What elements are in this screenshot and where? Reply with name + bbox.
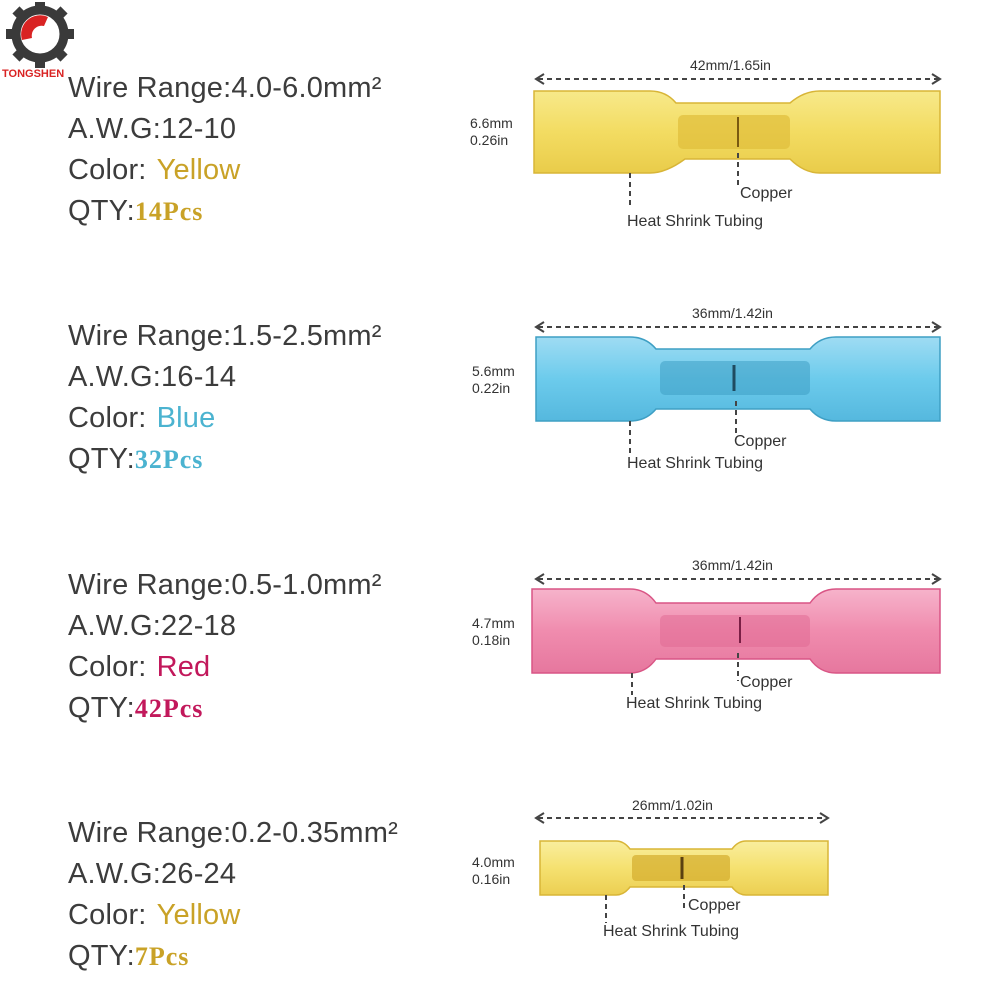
length-label: 36mm/1.42in bbox=[692, 305, 773, 321]
qty-label: QTY: bbox=[68, 195, 135, 227]
color-name: Red bbox=[156, 651, 211, 683]
qty-row: QTY:14Pcs bbox=[68, 191, 382, 232]
color-label: Color: bbox=[68, 402, 147, 434]
connector-illustration bbox=[531, 573, 942, 695]
diameter-mm: 5.6mm bbox=[472, 363, 515, 379]
arrow-right-icon bbox=[931, 573, 942, 585]
qty-row: QTY:32Pcs bbox=[68, 439, 382, 480]
awg-value: A.W.G:26-24 bbox=[68, 858, 237, 890]
tubing-label: Heat Shrink Tubing bbox=[603, 923, 740, 940]
diameter-mm: 4.0mm bbox=[472, 854, 515, 870]
qty-value: 14Pcs bbox=[134, 197, 204, 226]
arrow-left-icon bbox=[534, 321, 545, 333]
qty-value: 32Pcs bbox=[134, 445, 204, 474]
tubing-label: Heat Shrink Tubing bbox=[627, 455, 764, 472]
awg-value: A.W.G:22-18 bbox=[68, 610, 237, 642]
copper-sleeve bbox=[660, 615, 810, 647]
wire-range: Wire Range:1.5-2.5mm² bbox=[68, 320, 382, 352]
wire-range: Wire Range:0.5-1.0mm² bbox=[68, 569, 382, 601]
brand-name: TONGSHEN bbox=[2, 68, 65, 80]
brand-logo: TONGSHEN bbox=[2, 2, 76, 82]
color-name: Blue bbox=[156, 402, 216, 434]
diameter-in: 0.26in bbox=[470, 132, 509, 148]
connector-diagram: 42mm/1.65in 6.6mm 0.26in Copper Heat Shr… bbox=[470, 55, 950, 245]
diameter-in: 0.18in bbox=[472, 632, 511, 648]
color-row: Color: Yellow bbox=[68, 150, 382, 191]
copper-label: Copper bbox=[740, 674, 793, 691]
spec-block: Wire Range:4.0-6.0mm² A.W.G:12-10 Color:… bbox=[68, 68, 382, 232]
gear-logo-icon bbox=[6, 2, 74, 68]
connector-diagram: 36mm/1.42in 4.7mm 0.18in Copper Heat Shr… bbox=[470, 555, 950, 745]
color-label: Color: bbox=[68, 651, 147, 683]
color-label: Color: bbox=[68, 154, 147, 186]
wire-range: Wire Range:0.2-0.35mm² bbox=[68, 817, 398, 849]
awg-value: A.W.G:16-14 bbox=[68, 361, 237, 393]
copper-label: Copper bbox=[734, 433, 787, 450]
length-label: 36mm/1.42in bbox=[692, 557, 773, 573]
qty-label: QTY: bbox=[68, 443, 135, 475]
qty-value: 7Pcs bbox=[134, 942, 190, 971]
color-row: Color: Red bbox=[68, 647, 382, 688]
connector-diagram: 36mm/1.42in 5.6mm 0.22in Copper Heat Shr… bbox=[470, 303, 950, 493]
diameter-mm: 6.6mm bbox=[470, 115, 513, 131]
spec-block: Wire Range:0.5-1.0mm² A.W.G:22-18 Color:… bbox=[68, 565, 382, 729]
copper-label: Copper bbox=[688, 897, 741, 914]
arrow-right-icon bbox=[931, 321, 942, 333]
tubing-label: Heat Shrink Tubing bbox=[626, 695, 763, 712]
connector-illustration bbox=[533, 73, 942, 205]
arrow-right-icon bbox=[819, 812, 830, 824]
arrow-right-icon bbox=[931, 73, 942, 85]
qty-row: QTY:42Pcs bbox=[68, 688, 382, 729]
qty-label: QTY: bbox=[68, 940, 135, 972]
arrow-left-icon bbox=[534, 573, 545, 585]
color-name: Yellow bbox=[156, 154, 241, 186]
copper-label: Copper bbox=[740, 185, 793, 202]
qty-value: 42Pcs bbox=[134, 694, 204, 723]
color-row: Color: Yellow bbox=[68, 895, 398, 936]
wire-range: Wire Range:4.0-6.0mm² bbox=[68, 72, 382, 104]
connector-diagram: 26mm/1.02in 4.0mm 0.16in Copper Heat Shr… bbox=[470, 795, 870, 955]
qty-row: QTY:7Pcs bbox=[68, 936, 398, 977]
connector-illustration bbox=[534, 812, 830, 923]
spec-block: Wire Range:0.2-0.35mm² A.W.G:26-24 Color… bbox=[68, 813, 398, 977]
arrow-left-icon bbox=[534, 812, 545, 824]
arrow-left-icon bbox=[534, 73, 545, 85]
diameter-mm: 4.7mm bbox=[472, 615, 515, 631]
diameter-in: 0.16in bbox=[472, 871, 511, 887]
color-name: Yellow bbox=[156, 899, 241, 931]
awg-value: A.W.G:12-10 bbox=[68, 113, 237, 145]
spec-block: Wire Range:1.5-2.5mm² A.W.G:16-14 Color:… bbox=[68, 316, 382, 480]
connector-illustration bbox=[534, 321, 942, 453]
length-label: 42mm/1.65in bbox=[690, 57, 771, 73]
color-row: Color: Blue bbox=[68, 398, 382, 439]
tubing-label: Heat Shrink Tubing bbox=[627, 213, 764, 230]
diameter-in: 0.22in bbox=[472, 380, 511, 396]
length-label: 26mm/1.02in bbox=[632, 797, 713, 813]
qty-label: QTY: bbox=[68, 692, 135, 724]
copper-sleeve bbox=[678, 115, 790, 149]
color-label: Color: bbox=[68, 899, 147, 931]
